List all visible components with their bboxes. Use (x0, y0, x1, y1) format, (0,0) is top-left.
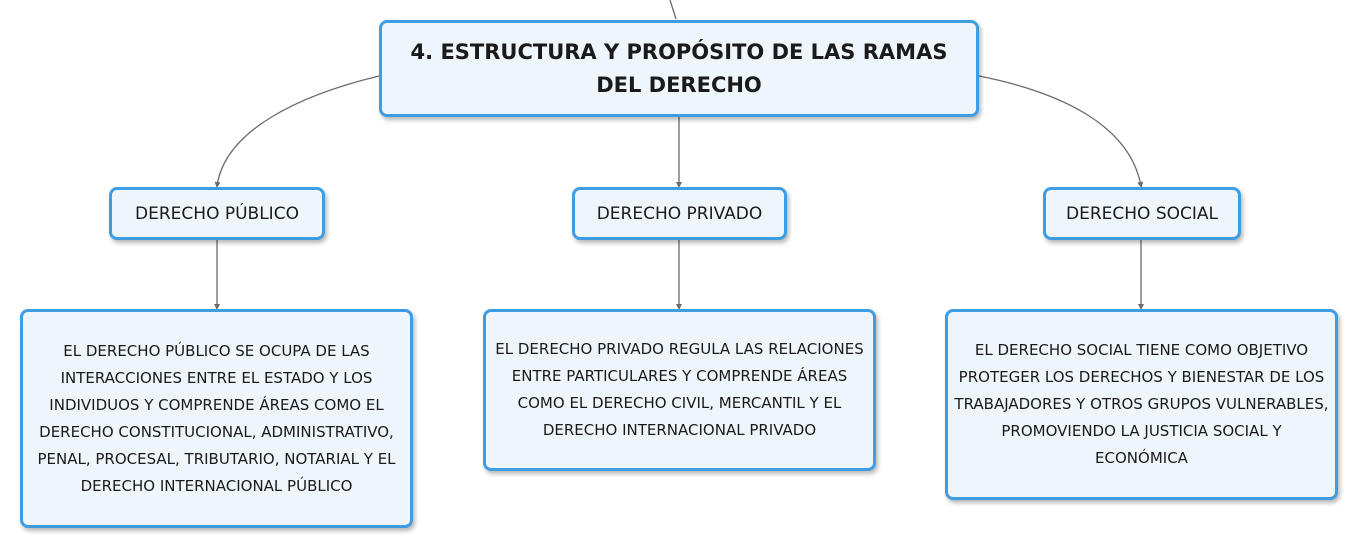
leaf-text: EL DERECHO SOCIAL TIENE COMO OBJETIVO PR… (954, 341, 1329, 467)
branch-derecho-social[interactable]: DERECHO SOCIAL (1043, 187, 1241, 240)
leaf-derecho-social-description[interactable]: EL DERECHO SOCIAL TIENE COMO OBJETIVO PR… (945, 309, 1338, 500)
leaf-text: EL DERECHO PRIVADO REGULA LAS RELACIONES… (495, 340, 864, 439)
connector-root-publico (214, 75, 380, 188)
leaf-derecho-publico-description[interactable]: EL DERECHO PÚBLICO SE OCUPA DE LAS INTER… (20, 309, 413, 528)
leaf-text: EL DERECHO PÚBLICO SE OCUPA DE LAS INTER… (37, 341, 396, 495)
branch-derecho-publico[interactable]: DERECHO PÚBLICO (109, 187, 325, 240)
root-topic-title: 4. ESTRUCTURA Y PROPÓSITO DE LAS RAMAS D… (410, 39, 948, 97)
branch-label: DERECHO PÚBLICO (135, 203, 299, 224)
connector-root-social (978, 75, 1144, 188)
connector-from-parent (669, 0, 677, 20)
branch-label: DERECHO SOCIAL (1066, 203, 1218, 224)
branch-label: DERECHO PRIVADO (596, 203, 763, 224)
root-topic[interactable]: 4. ESTRUCTURA Y PROPÓSITO DE LAS RAMAS D… (379, 20, 979, 117)
leaf-derecho-privado-description[interactable]: EL DERECHO PRIVADO REGULA LAS RELACIONES… (483, 309, 876, 471)
branch-derecho-privado[interactable]: DERECHO PRIVADO (572, 187, 787, 240)
